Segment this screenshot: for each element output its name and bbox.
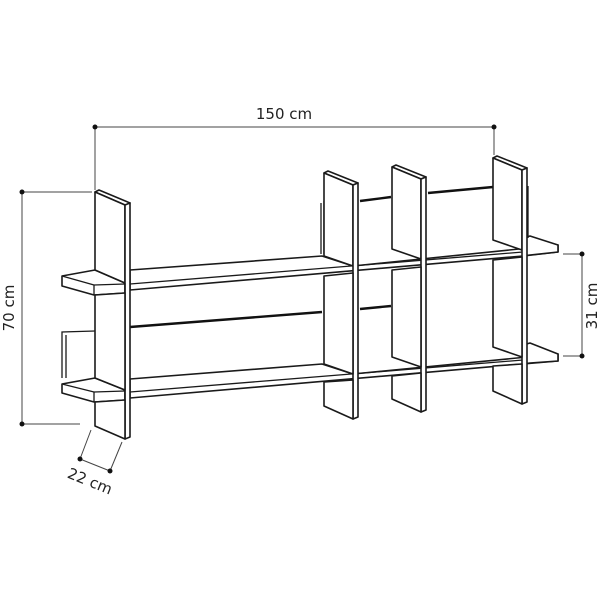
back-rails bbox=[129, 185, 494, 329]
vertical-panel-2 bbox=[320, 170, 359, 420]
vertical-panel-4 bbox=[492, 155, 529, 405]
shelf-spacing-dimension: 31 cm bbox=[563, 251, 600, 359]
width-label: 150 cm bbox=[256, 105, 312, 123]
left-rear-panel bbox=[61, 330, 96, 378]
shelf-spacing-label: 31 cm bbox=[583, 283, 600, 330]
vertical-panel-3 bbox=[391, 164, 427, 413]
lower-shelf bbox=[61, 342, 559, 403]
height-label: 70 cm bbox=[0, 285, 18, 332]
width-dimension: 150 cm bbox=[92, 105, 497, 190]
vertical-panel-1 bbox=[94, 189, 131, 440]
height-dimension: 70 cm bbox=[0, 189, 92, 427]
upper-shelf bbox=[61, 235, 559, 296]
depth-dimension: 22 cm bbox=[65, 429, 123, 498]
depth-label: 22 cm bbox=[65, 464, 115, 498]
